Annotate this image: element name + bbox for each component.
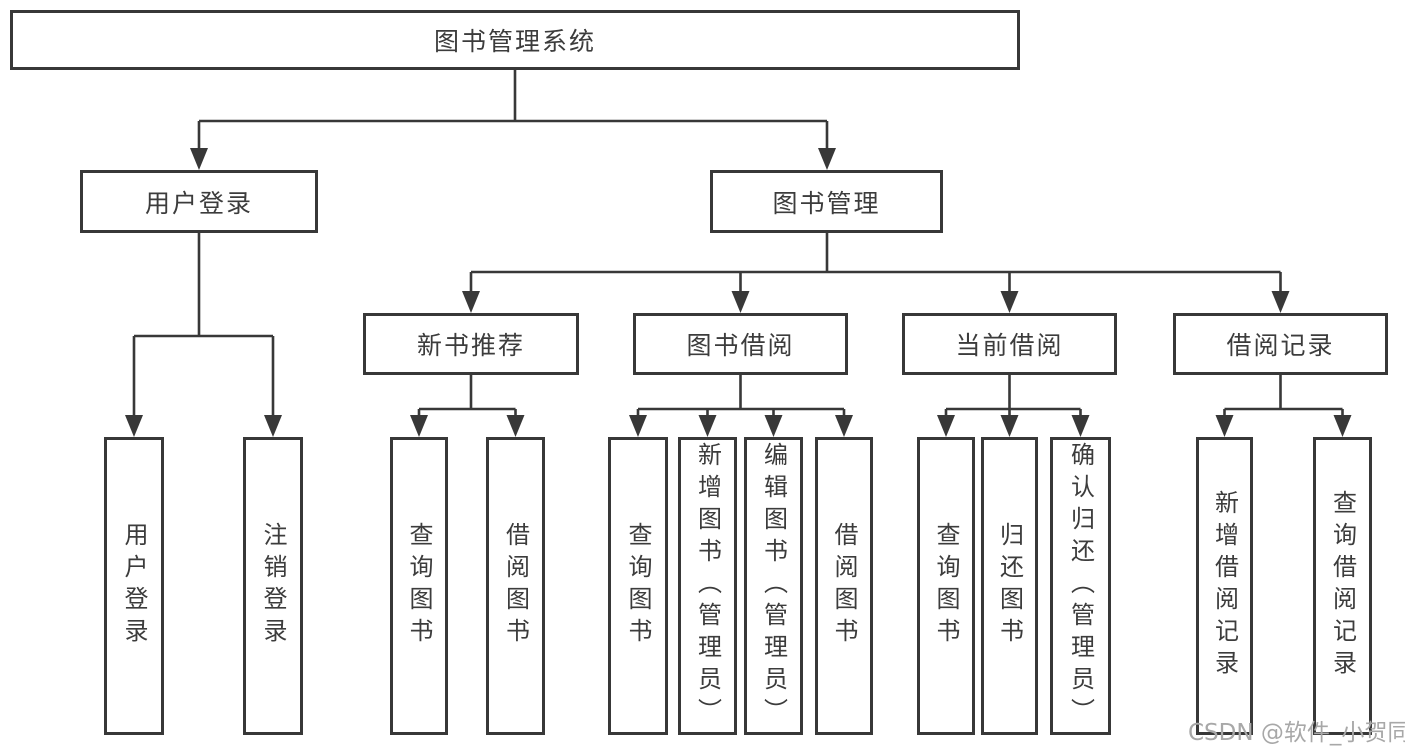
arrowhead-icon <box>698 415 717 437</box>
node-user-login: 用户登录 <box>80 170 318 233</box>
connector-user-login-to-leaves <box>125 233 282 437</box>
arrowhead-icon <box>190 148 208 170</box>
arrowhead-icon <box>125 415 143 437</box>
arrowhead-icon <box>1333 415 1352 437</box>
arrowhead-icon <box>1271 291 1290 313</box>
leaf-borrow-books: 借阅图书 <box>815 437 873 735</box>
arrowhead-icon <box>1215 415 1234 437</box>
leaf-add-books-admin-label: 新增图书（管理员） <box>693 442 722 730</box>
leaf-return-books-label: 归还图书 <box>995 522 1024 650</box>
leaf-query-books-borrowing-label: 查询图书 <box>624 522 652 650</box>
leaf-add-books-admin: 新增图书（管理员） <box>678 437 737 735</box>
leaf-query-books-recommend: 查询图书 <box>390 437 448 735</box>
leaf-confirm-return-admin-label: 确认归还（管理员） <box>1066 442 1095 730</box>
leaf-edit-books-admin: 编辑图书（管理员） <box>744 437 803 735</box>
arrowhead-icon <box>1000 415 1019 437</box>
leaf-query-books-borrowing: 查询图书 <box>608 437 668 735</box>
arrowhead-icon <box>629 415 647 437</box>
leaf-query-books-recommend-label: 查询图书 <box>405 522 433 650</box>
node-library-system-label: 图书管理系统 <box>433 27 596 56</box>
leaf-query-books-current: 查询图书 <box>917 437 975 735</box>
node-borrowing-records-label: 借阅记录 <box>1226 331 1335 360</box>
leaf-add-borrow-record-label: 新增借阅记录 <box>1210 490 1239 682</box>
node-book-management-label: 图书管理 <box>772 188 881 218</box>
leaf-confirm-return-admin: 确认归还（管理员） <box>1050 437 1111 735</box>
leaf-add-borrow-record: 新增借阅记录 <box>1196 437 1253 735</box>
leaf-borrow-books-recommend-label: 借阅图书 <box>501 522 530 650</box>
node-library-system: 图书管理系统 <box>10 10 1020 70</box>
leaf-query-borrow-record: 查询借阅记录 <box>1313 437 1372 735</box>
arrowhead-icon <box>937 415 955 437</box>
arrowhead-icon <box>818 148 836 170</box>
arrowhead-icon <box>410 415 428 437</box>
node-borrowing-records: 借阅记录 <box>1173 313 1388 375</box>
arrowhead-icon <box>462 291 480 313</box>
arrowhead-icon <box>1000 291 1019 313</box>
arrowhead-icon <box>264 415 282 437</box>
connector-new-book-recommend-to-leaves <box>410 375 525 437</box>
arrowhead-icon <box>764 415 783 437</box>
node-book-management: 图书管理 <box>710 170 943 233</box>
leaf-user-login-label: 用户登录 <box>120 522 148 650</box>
connector-current-borrowing-to-leaves <box>937 375 1090 437</box>
node-current-borrowing: 当前借阅 <box>902 313 1117 375</box>
csdn-watermark: CSDN @软件_小贺同学 <box>1188 720 1405 746</box>
leaf-query-borrow-record-label: 查询借阅记录 <box>1328 490 1357 682</box>
arrowhead-icon <box>506 415 525 437</box>
node-user-login-label: 用户登录 <box>144 188 253 218</box>
node-new-book-recommend: 新书推荐 <box>363 313 579 375</box>
node-book-borrowing: 图书借阅 <box>633 313 848 375</box>
leaf-logout-label: 注销登录 <box>259 522 287 650</box>
connector-book-management-to-level2 <box>462 233 1290 313</box>
node-current-borrowing-label: 当前借阅 <box>955 331 1064 360</box>
arrowhead-icon <box>835 415 853 437</box>
node-book-borrowing-label: 图书借阅 <box>686 331 795 360</box>
leaf-edit-books-admin-label: 编辑图书（管理员） <box>759 442 788 730</box>
arrowhead-icon <box>731 291 750 313</box>
node-new-book-recommend-label: 新书推荐 <box>416 331 525 360</box>
connector-root-to-level1 <box>190 70 836 170</box>
leaf-logout: 注销登录 <box>243 437 303 735</box>
connector-borrowing-records-to-leaves <box>1215 375 1352 437</box>
leaf-return-books: 归还图书 <box>981 437 1038 735</box>
leaf-borrow-books-label: 借阅图书 <box>830 522 858 650</box>
connector-book-borrowing-to-leaves <box>629 375 853 437</box>
leaf-query-books-current-label: 查询图书 <box>932 522 960 650</box>
arrowhead-icon <box>1071 415 1090 437</box>
leaf-borrow-books-recommend: 借阅图书 <box>486 437 545 735</box>
leaf-user-login: 用户登录 <box>104 437 164 735</box>
